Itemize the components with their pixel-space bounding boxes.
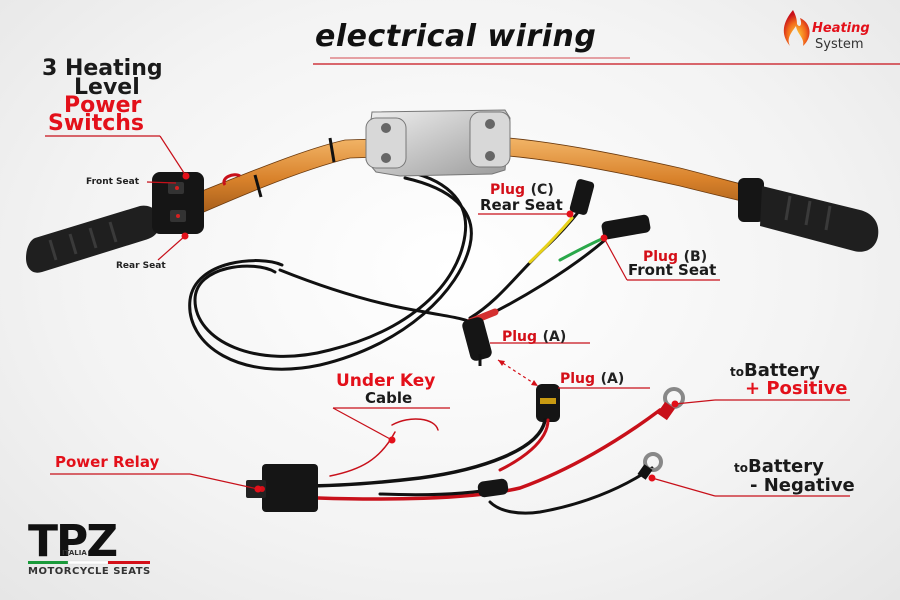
plug-a-bottom-letter: (A) bbox=[600, 371, 625, 387]
plug-a-link bbox=[497, 359, 539, 387]
handlebar-clamp bbox=[365, 109, 511, 177]
switches-heading-line1: 3 Heating bbox=[42, 56, 163, 81]
plug-a-bottom-name: Plug bbox=[560, 371, 596, 387]
battery-negative-to: to bbox=[734, 461, 748, 475]
switches-heading-line3: Power bbox=[64, 93, 142, 118]
switch-block bbox=[152, 172, 204, 234]
under-key-line2: Cable bbox=[365, 389, 413, 407]
battery-positive-terminal bbox=[657, 387, 685, 421]
logo-subtitle: MOTORCYCLE SEATS bbox=[28, 566, 151, 577]
battery-positive-to: to bbox=[730, 365, 744, 379]
battery-negative-terminal bbox=[637, 452, 663, 480]
battery-negative-battery: Battery bbox=[747, 456, 824, 477]
battery-positive-battery: Battery bbox=[743, 360, 820, 381]
right-grip bbox=[738, 178, 879, 252]
leader-lines bbox=[45, 135, 850, 497]
switches-heading-line2: Level bbox=[74, 75, 140, 100]
plug-a-top-letter: (A) bbox=[542, 329, 567, 345]
switches-heading-line4: Switchs bbox=[48, 111, 145, 136]
switch-label-front: Front Seat bbox=[86, 177, 139, 187]
battery-positive-label-line2: + Positive bbox=[745, 378, 848, 399]
switch-label-rear: Rear Seat bbox=[116, 261, 166, 271]
left-grip bbox=[26, 205, 160, 273]
plug-a-top-name: Plug bbox=[502, 329, 538, 345]
fuse-holder bbox=[477, 478, 509, 498]
power-relay-label: Power Relay bbox=[55, 453, 160, 471]
lower-harness bbox=[298, 408, 662, 515]
plug-c-letter: (C) bbox=[530, 182, 554, 198]
flame-icon bbox=[783, 10, 810, 46]
plug-b-label: Plug (B) bbox=[643, 248, 707, 264]
battery-negative-label-line1: toBattery bbox=[734, 458, 824, 476]
plug-c-name: Plug bbox=[490, 182, 526, 198]
plug-b-letter: (B) bbox=[683, 249, 708, 265]
plug-c-desc: Rear Seat bbox=[480, 196, 563, 214]
under-key-line1: Under Key bbox=[336, 371, 436, 391]
logo-flag-bars bbox=[28, 560, 150, 565]
battery-positive-label-line1: toBattery bbox=[730, 362, 820, 380]
plug-b-name: Plug bbox=[643, 249, 679, 265]
logo-italia: ITALIA bbox=[62, 549, 87, 557]
plug-c-label: Plug (C) bbox=[490, 181, 554, 197]
plug-a-bottom-label: Plug (A) bbox=[560, 370, 624, 386]
plug-a-top-label: Plug (A) bbox=[502, 328, 566, 344]
plug-c-connector bbox=[569, 179, 595, 215]
plug-a-top-connector bbox=[462, 317, 492, 366]
main-cable-loop bbox=[188, 168, 477, 371]
leader-dots bbox=[181, 172, 679, 493]
plug-b-connector bbox=[601, 214, 651, 240]
logo-tpz: TPZ bbox=[28, 516, 118, 567]
page-title: electrical wiring bbox=[315, 19, 597, 54]
plug-bc-cables bbox=[466, 208, 607, 326]
brand-badge-line2: System bbox=[815, 37, 864, 52]
brand-badge-line1: Heating bbox=[812, 21, 870, 36]
plug-b-desc: Front Seat bbox=[628, 261, 717, 279]
battery-negative-label-line2: - Negative bbox=[750, 475, 855, 496]
plug-a-bottom-connector bbox=[536, 384, 560, 422]
